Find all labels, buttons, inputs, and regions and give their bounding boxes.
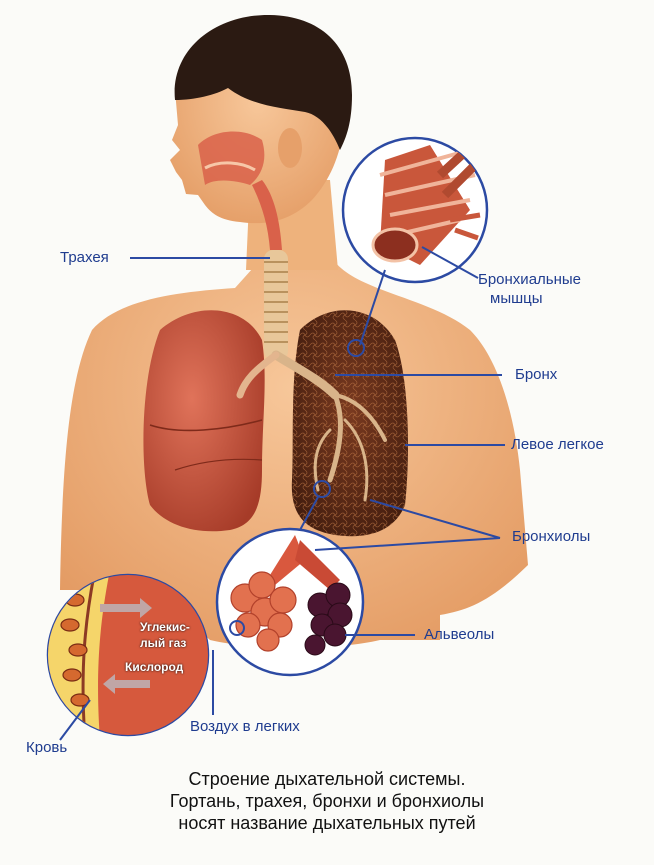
- nasal-cavity: [198, 132, 264, 185]
- inset-label-oxygen: Кислород: [125, 660, 183, 674]
- caption-line-1: Строение дыхательной системы.: [0, 768, 654, 790]
- label-bronchial-muscles-line2: мышцы: [490, 290, 543, 308]
- ear: [278, 128, 302, 168]
- label-bronchial-muscles-line1: Бронхиальные: [478, 271, 581, 289]
- right-lung: [143, 310, 264, 531]
- caption-line-2: Гортань, трахея, бронхи и бронхиолы: [0, 790, 654, 812]
- caption-line-3: носят название дыхательных путей: [0, 812, 654, 834]
- label-air-in-lungs: Воздух в легких: [190, 718, 300, 736]
- bronchial-muscle-inset: [343, 138, 487, 282]
- alveoli-inset: [217, 529, 363, 675]
- inset-label-co2-line1: Углекис-: [140, 620, 190, 634]
- label-blood: Кровь: [26, 739, 67, 757]
- trachea: [264, 250, 288, 360]
- inset-label-co2-line2: лый газ: [140, 636, 186, 650]
- label-bronchus: Бронх: [515, 366, 557, 384]
- label-left-lung: Левое легкое: [511, 436, 604, 454]
- label-bronchioles: Бронхиолы: [512, 528, 590, 546]
- caption: Строение дыхательной системы. Гортань, т…: [0, 768, 654, 834]
- label-alveoli: Альвеолы: [424, 626, 494, 644]
- label-trachea: Трахея: [60, 249, 109, 267]
